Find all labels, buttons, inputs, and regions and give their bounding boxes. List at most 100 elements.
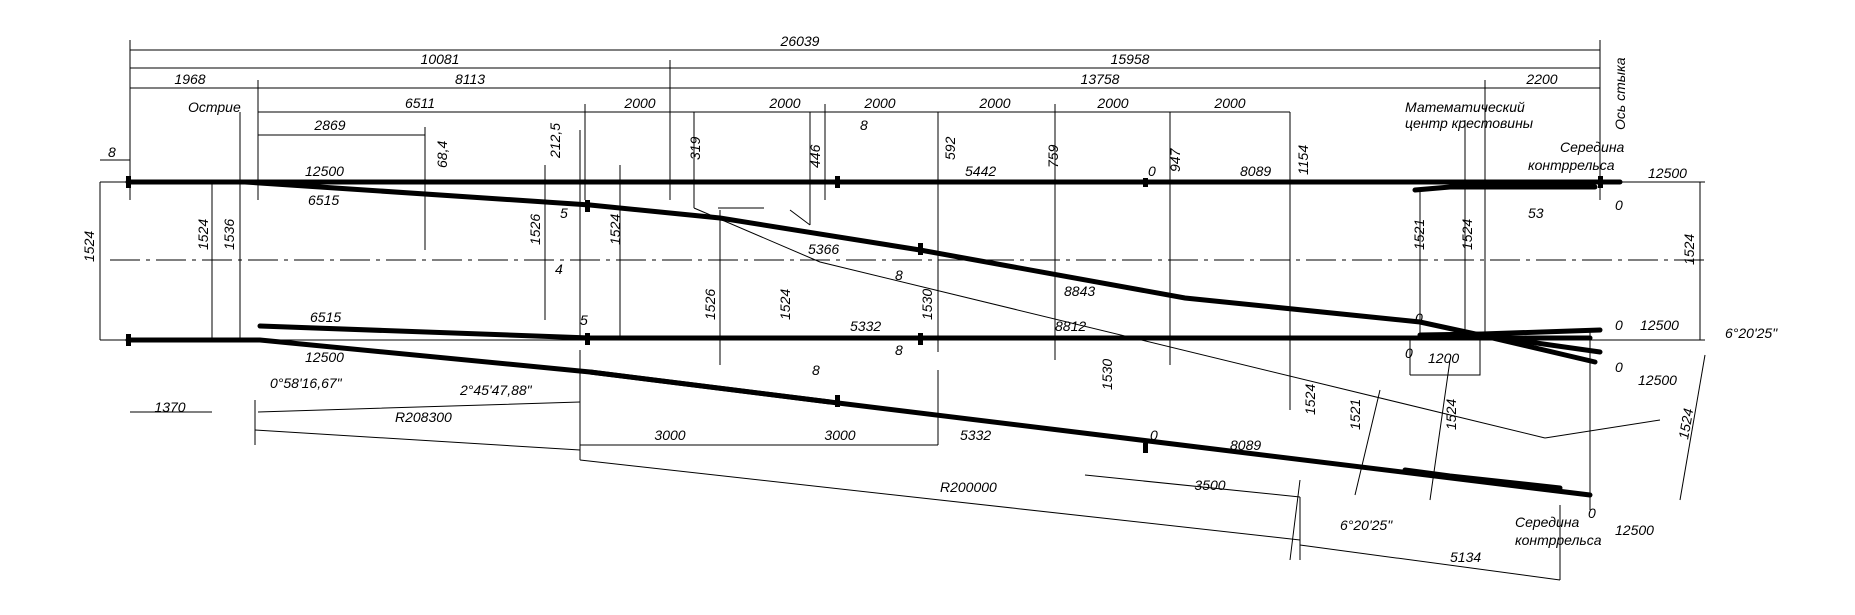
dim-1526-a: 1526	[527, 214, 543, 245]
dim-5-a: 5	[560, 205, 568, 221]
dim-0-right-top: 0	[1615, 197, 1623, 213]
dim-1524-d: 1524	[777, 289, 793, 320]
frog-wing-1	[1417, 327, 1603, 338]
dimension-labels: 26039 10081 15958 1968 8113 13758 2200 6…	[81, 33, 1778, 565]
dim-1536: 1536	[221, 219, 237, 250]
dim-0-top: 0	[1148, 163, 1156, 179]
dim-8843: 8843	[1064, 283, 1095, 299]
label-seredina-top-1: Середина	[1560, 139, 1625, 155]
dim-2000-5: 2000	[1096, 95, 1128, 111]
dim-0-right-b: 0	[1615, 359, 1623, 375]
dim-12500-right-top: 12500	[1648, 165, 1687, 181]
dim-759: 759	[1045, 144, 1061, 168]
dim-53: 53	[1528, 205, 1544, 221]
dim-12500-top: 12500	[305, 163, 344, 179]
dim-4: 4	[555, 261, 563, 277]
dim-0-right-mid: 0	[1615, 317, 1623, 333]
rail-straight-inner	[125, 337, 1593, 498]
rail-diverging-outer	[587, 369, 833, 405]
frog-wing-2	[1477, 332, 1603, 355]
dim-1530-a: 1530	[919, 289, 935, 320]
dim-1524-a: 1524	[195, 219, 211, 250]
dim-3500: 3500	[1194, 477, 1225, 493]
dim-2000-3: 2000	[863, 95, 895, 111]
dim-1521-a: 1521	[1411, 219, 1427, 250]
dim-592: 592	[942, 136, 958, 160]
dim-12500-bot: 12500	[305, 349, 344, 365]
dim-6515-bot: 6515	[310, 309, 341, 325]
angle-1: 0°58'16,67"	[270, 375, 343, 391]
label-math-center-1: Математический	[1405, 99, 1525, 115]
dim-5332-b: 5332	[960, 427, 991, 443]
dim-8-e: 8	[812, 362, 820, 378]
label-seredina-top-2: контррельса	[1528, 157, 1615, 173]
dim-8089-top: 8089	[1240, 163, 1271, 179]
label-seredina-bot-2: контррельса	[1515, 532, 1602, 548]
joint	[585, 333, 590, 345]
dim-2000-2: 2000	[768, 95, 800, 111]
dim-6511: 6511	[405, 95, 435, 111]
annotation-labels: Острие Математический центр крестовины О…	[188, 57, 1628, 548]
dim-1200: 1200	[1428, 350, 1459, 366]
dim-12500-right-mid: 12500	[1640, 317, 1679, 333]
dim-8-top: 8	[108, 144, 116, 160]
dim-2869: 2869	[313, 117, 345, 133]
dim-8-c: 8	[895, 267, 903, 283]
dim-2000-4: 2000	[978, 95, 1010, 111]
dim-5-b: 5	[580, 312, 588, 328]
guard-rail-bottom	[1402, 467, 1563, 491]
dim-1524-e: 1524	[1302, 384, 1318, 415]
joint	[918, 333, 923, 345]
dim-2000-6: 2000	[1213, 95, 1245, 111]
dim-0-math: 0	[1415, 310, 1423, 326]
angle-2: 2°45'47,88"	[459, 382, 533, 398]
joint	[835, 395, 840, 407]
joint	[1143, 443, 1148, 453]
angle-3: 6°20'25"	[1340, 517, 1393, 533]
dim-1530-b: 1530	[1099, 359, 1115, 390]
dim-2000-1: 2000	[623, 95, 655, 111]
dim-1526-b: 1526	[702, 289, 718, 320]
dim-8812: 8812	[1055, 318, 1086, 334]
dim-5366: 5366	[808, 241, 839, 257]
dim-r208300: R208300	[395, 409, 452, 425]
dim-12500-right-b: 12500	[1638, 372, 1677, 388]
label-ostrie: Острие	[188, 99, 241, 115]
dim-0-b: 0	[1405, 345, 1413, 361]
dim-26039: 26039	[780, 33, 820, 49]
dim-r200000: R200000	[940, 479, 997, 495]
label-seredina-bot-1: Середина	[1515, 514, 1580, 530]
guard-rail-top	[1412, 184, 1598, 193]
dim-0-c: 0	[1150, 427, 1158, 443]
dim-212-5: 212,5	[547, 123, 563, 159]
dim-0-d: 0	[1588, 505, 1596, 521]
dim-1524-g: 1524	[1675, 407, 1696, 441]
dim-319: 319	[687, 136, 703, 160]
dim-2200: 2200	[1525, 71, 1557, 87]
dim-13758: 13758	[1081, 71, 1120, 87]
angle-right: 6°20'25"	[1725, 325, 1778, 341]
dim-1524-left: 1524	[81, 231, 97, 262]
dim-68-4: 68,4	[434, 141, 450, 168]
rail-joints	[126, 176, 1603, 453]
dim-15958: 15958	[1111, 51, 1150, 67]
dim-1524-f: 1524	[1443, 399, 1459, 430]
rails	[125, 179, 1623, 498]
dim-3000-b: 3000	[824, 427, 855, 443]
dim-1370: 1370	[154, 399, 185, 415]
switch-rail-straight	[257, 323, 1593, 341]
dim-8089-bot: 8089	[1230, 437, 1261, 453]
label-math-center-2: центр крестовины	[1405, 115, 1534, 131]
dim-5134: 5134	[1450, 549, 1481, 565]
dim-8-d: 8	[895, 342, 903, 358]
dim-5332-a: 5332	[850, 318, 881, 334]
dimension-lines	[99, 40, 1706, 581]
dim-3000-a: 3000	[654, 427, 685, 443]
dim-1524-b: 1524	[607, 214, 623, 245]
dim-446: 446	[807, 144, 823, 168]
dim-6515-top: 6515	[308, 192, 339, 208]
dim-8113: 8113	[455, 71, 485, 87]
label-os-styka: Ось стыка	[1612, 57, 1628, 130]
dim-1521-b: 1521	[1347, 399, 1363, 430]
